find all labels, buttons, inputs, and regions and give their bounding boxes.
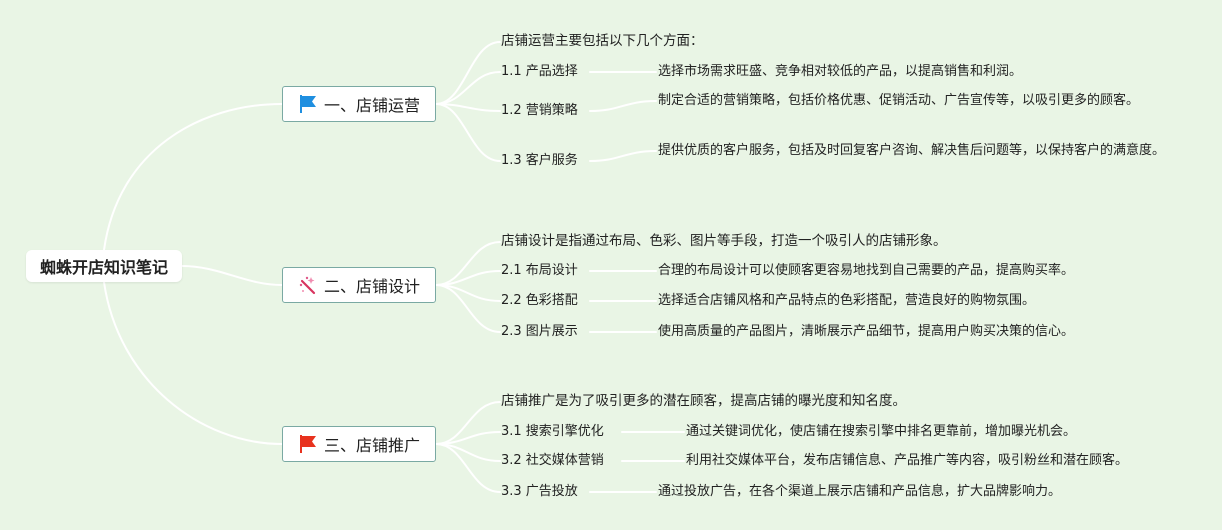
leaf-desc-2-3[interactable]: 使用高质量的产品图片，清晰展示产品细节，提高用户购买决策的信心。 <box>658 324 1075 339</box>
branch-store-operations[interactable]: 一、店铺运营 <box>282 86 436 122</box>
leaf-desc-3-1[interactable]: 通过关键词优化，使店铺在搜索引擎中排名更靠前，增加曝光机会。 <box>686 424 1077 439</box>
leaf-desc-1-1[interactable]: 选择市场需求旺盛、竞争相对较低的产品，以提高销售和利润。 <box>658 64 1023 79</box>
red-flag-icon <box>298 434 318 454</box>
leaf-desc-3-2[interactable]: 利用社交媒体平台，发布店铺信息、产品推广等内容，吸引粉丝和潜在顾客。 <box>686 453 1129 468</box>
branch-label: 三、店铺推广 <box>323 436 420 455</box>
leaf-desc-1-2[interactable]: 制定合适的营销策略，包括价格优惠、促销活动、广告宣传等，以吸引更多的顾客。 <box>658 93 1140 108</box>
leaf-desc-2-2[interactable]: 选择适合店铺风格和产品特点的色彩搭配，营造良好的购物氛围。 <box>658 293 1036 308</box>
leaf-desc-2-1[interactable]: 合理的布局设计可以使顾客更容易地找到自己需要的产品，提高购买率。 <box>658 263 1075 278</box>
branch-label: 二、店铺设计 <box>323 277 420 296</box>
leaf-title-3-1[interactable]: 3.1 搜索引擎优化 <box>501 424 604 439</box>
leaf-title-3-3[interactable]: 3.3 广告投放 <box>501 484 578 499</box>
branch-store-design[interactable]: 二、店铺设计 <box>282 267 436 303</box>
branch-store-promotion[interactable]: 三、店铺推广 <box>282 426 436 462</box>
leaf-title-2-3[interactable]: 2.3 图片展示 <box>501 324 578 339</box>
branch-label: 一、店铺运营 <box>323 96 420 115</box>
root-topic-label: 蜘蛛开店知识笔记 <box>39 258 168 277</box>
leaf-title-2-2[interactable]: 2.2 色彩搭配 <box>501 293 578 308</box>
leaf-title-1-2[interactable]: 1.2 营销策略 <box>501 103 578 118</box>
leaf-title-3-2[interactable]: 3.2 社交媒体营销 <box>501 453 604 468</box>
branch-1-intro[interactable]: 店铺运营主要包括以下几个方面： <box>501 33 704 49</box>
leaf-title-1-3[interactable]: 1.3 客户服务 <box>501 153 578 168</box>
magic-wand-icon <box>298 275 318 295</box>
branch-3-intro[interactable]: 店铺推广是为了吸引更多的潜在顾客，提高店铺的曝光度和知名度。 <box>501 393 906 409</box>
root-topic[interactable]: 蜘蛛开店知识笔记 <box>26 250 182 282</box>
blue-flag-icon <box>298 94 318 114</box>
leaf-desc-1-3[interactable]: 提供优质的客户服务，包括及时回复客户咨询、解决售后问题等，以保持客户的满意度。 <box>658 143 1166 158</box>
branch-2-intro[interactable]: 店铺设计是指通过布局、色彩、图片等手段，打造一个吸引人的店铺形象。 <box>501 233 947 249</box>
leaf-title-2-1[interactable]: 2.1 布局设计 <box>501 263 578 278</box>
leaf-title-1-1[interactable]: 1.1 产品选择 <box>501 64 578 79</box>
leaf-desc-3-3[interactable]: 通过投放广告，在各个渠道上展示店铺和产品信息，扩大品牌影响力。 <box>658 484 1062 499</box>
